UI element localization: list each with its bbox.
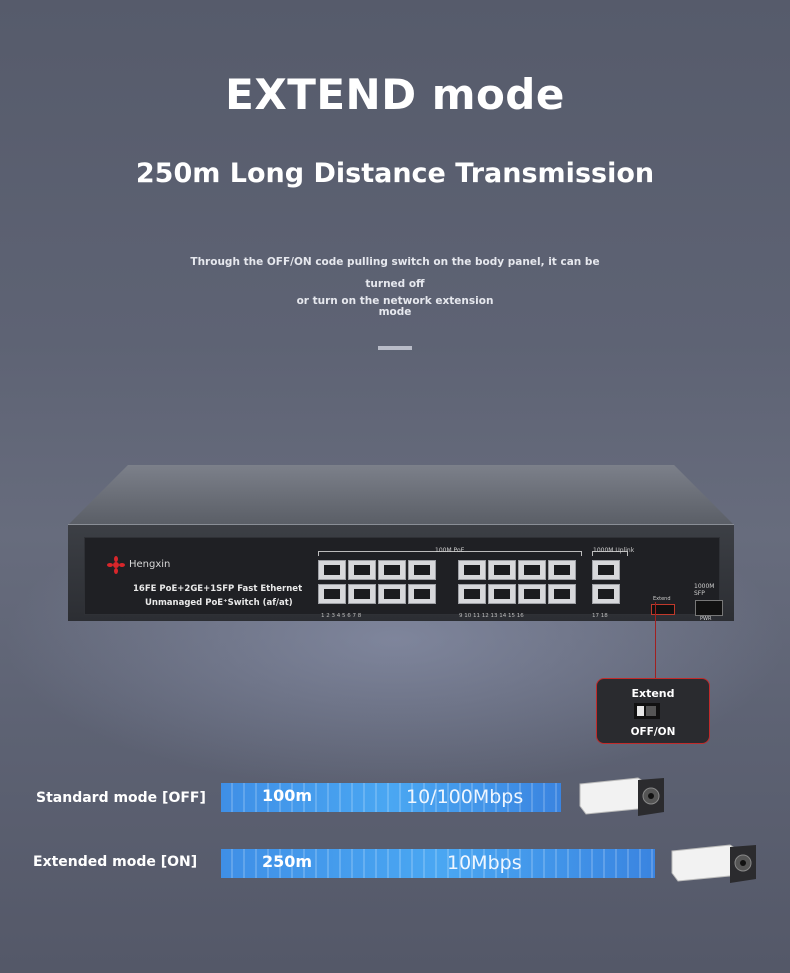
rj45-port (458, 584, 486, 604)
pwr-label: PWR (700, 616, 712, 622)
divider (378, 346, 412, 350)
sfp-port (695, 600, 723, 616)
floor-glow (0, 560, 790, 973)
description-line-2: or turn on the network extension (296, 295, 494, 307)
extended-rate: 10Mbps (447, 852, 522, 874)
standard-rate: 10/100Mbps (406, 786, 524, 808)
camera-icon (579, 777, 664, 816)
poe-label: 100M PoE (435, 547, 465, 554)
rj45-port (458, 560, 486, 580)
page-title: EXTEND mode (225, 70, 565, 119)
model-line-2: Unmanaged PoE⁺Switch (af/at) (145, 598, 293, 608)
rj45-port (348, 584, 376, 604)
extended-mode-bar: 250m 10Mbps (221, 849, 655, 878)
callout-state: OFF/ON (630, 726, 676, 738)
callout-label: Extend (631, 687, 675, 700)
port-numbers-c: 17 18 (592, 613, 608, 619)
rj45-port (592, 560, 620, 580)
port-group-1 (318, 560, 436, 604)
logo-icon (107, 556, 125, 574)
rj45-port (518, 560, 546, 580)
description-line-1: Through the OFF/ON code pulling switch o… (190, 256, 600, 290)
extended-distance: 250m (262, 852, 313, 871)
camera-icon (671, 844, 756, 883)
rj45-port (548, 584, 576, 604)
standard-mode-bar: 100m 10/100Mbps (221, 783, 561, 812)
model-line-1: 16FE PoE+2GE+1SFP Fast Ethernet (133, 584, 303, 594)
extend-switch[interactable] (651, 604, 675, 615)
rj45-port (488, 584, 516, 604)
port-group-uplink (592, 560, 620, 604)
uplink-bracket (592, 551, 628, 556)
sfp-label: 1000M SFP (694, 583, 715, 597)
extend-small-label: Extend (653, 596, 671, 602)
port-numbers-a: 1 2 3 4 5 6 7 8 (321, 613, 362, 619)
page-subtitle: 250m Long Distance Transmission (135, 158, 655, 189)
standard-mode-label: Standard mode [OFF] (36, 790, 206, 806)
rj45-port (408, 584, 436, 604)
rj45-port (488, 560, 516, 580)
rj45-port (378, 584, 406, 604)
port-numbers-b: 9 10 11 12 13 14 15 16 (459, 613, 524, 619)
extend-callout: Extend OFF/ON (596, 678, 710, 744)
rj45-port (592, 584, 620, 604)
rj45-port (378, 560, 406, 580)
rj45-port (548, 560, 576, 580)
toggle-icon (634, 703, 660, 719)
description-line-3: mode (378, 306, 412, 318)
rj45-port (348, 560, 376, 580)
rj45-port (408, 560, 436, 580)
port-group-2 (458, 560, 576, 604)
rj45-port (318, 560, 346, 580)
switch-panel: Hengxin 16FE PoE+2GE+1SFP Fast Ethernet … (84, 537, 723, 622)
switch-front: Hengxin 16FE PoE+2GE+1SFP Fast Ethernet … (68, 524, 734, 622)
callout-line (655, 602, 656, 678)
description: Through the OFF/ON code pulling switch o… (175, 251, 615, 317)
poe-bracket (318, 551, 582, 556)
switch-top (68, 465, 734, 525)
uplink-label: 1000M Uplink (593, 547, 635, 554)
rj45-port (518, 584, 546, 604)
brand-name: Hengxin (129, 559, 171, 570)
standard-distance: 100m (262, 786, 313, 805)
extended-mode-label: Extended mode [ON] (33, 854, 198, 870)
rj45-port (318, 584, 346, 604)
